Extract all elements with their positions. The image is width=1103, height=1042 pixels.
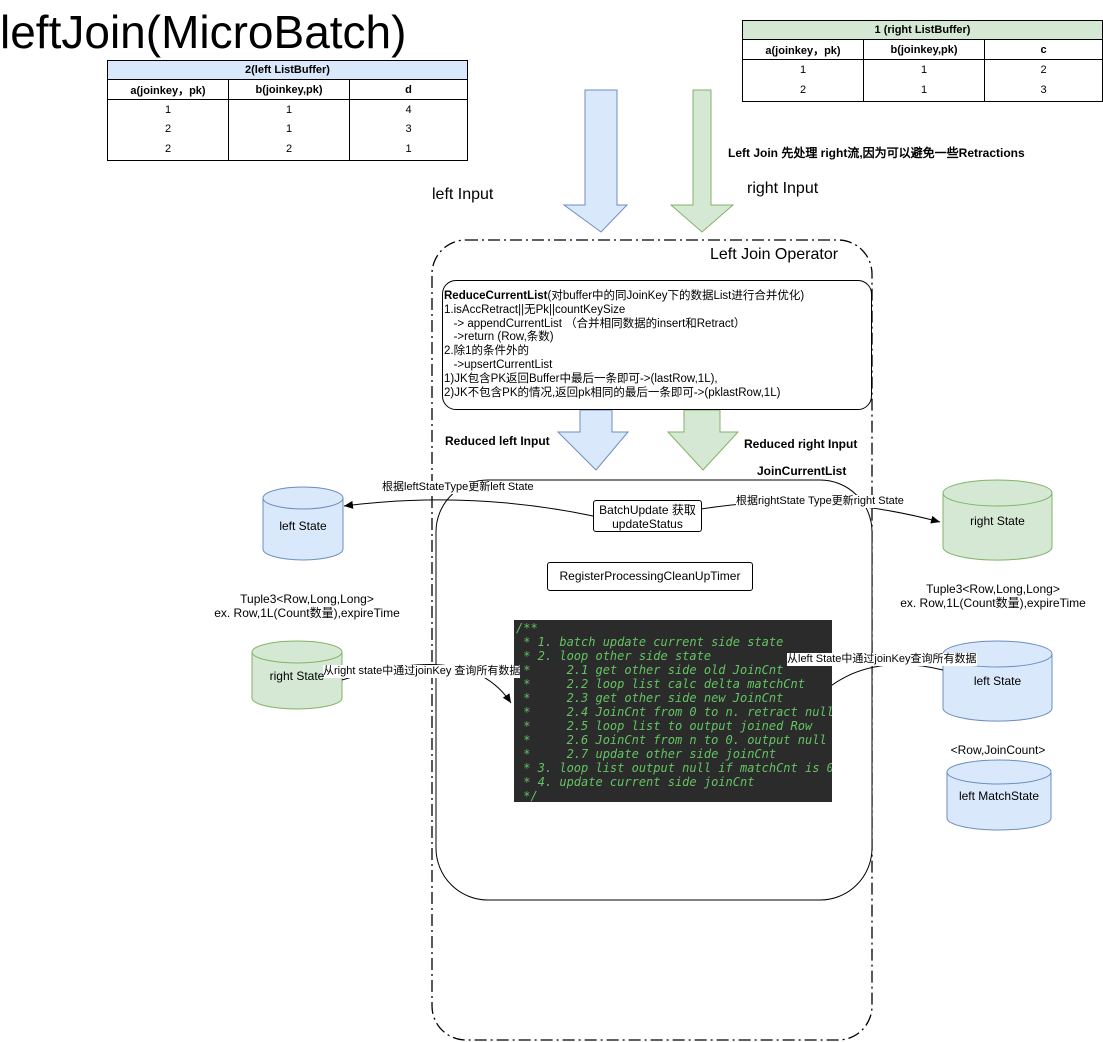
code-line: * 2.2 loop list calc delta matchCnt [516,677,805,691]
right-state-top-label: right State [970,514,1025,528]
table-cell: 1 [349,138,468,161]
batch-update-line: BatchUpdate 获取 [599,503,696,517]
right-state-bottom-cylinder [251,640,343,710]
right-buffer-col-c: c [984,39,1103,60]
reduced-left-arrow [556,409,630,471]
reduce-heading-rest: (对buffer中的同JoinKey下的数据List进行合并优化) [547,290,805,302]
right-buffer-caption: 1 (right ListBuffer) [742,20,1103,40]
left-buffer-col-b: b(joinkey,pk) [228,79,350,100]
reduce-line: 1.isAccRetract||无Pk||countKeySize [444,303,626,316]
code-line: * 2.3 get other side new JoinCnt [516,691,784,705]
register-timer-node: RegisterProcessingCleanUpTimer [547,562,753,591]
edge-label-from-left-state: 从left State中通过joinKey查询所有数据 [787,653,977,666]
operator-frame [431,239,873,1041]
reduced-right-label: Reduced right Input [744,437,858,451]
code-line: * 2.7 update other side joinCnt [516,747,777,761]
tuple-left-annotation: Tuple3<Row,Long,Long> ex. Row,1L(Count数量… [197,592,417,620]
reduced-left-label: Reduced left Input [445,434,550,448]
reduce-line: -> appendCurrentList （合并相同数据的insert和Retr… [444,317,746,330]
table-cell: 3 [984,79,1103,102]
right-state-top-cylinder [942,479,1053,561]
edge-to-left-state [343,499,594,517]
code-line: */ [516,789,538,802]
table-cell: 3 [349,119,468,138]
reduce-line: 2)JK不包含PK的情况,返回pk相同的最后一条即可->(pklastRow,1… [444,386,781,399]
right-buffer-col-a: a(joinkey，pk) [742,39,864,60]
left-match-state-label: left MatchState [958,789,1040,803]
right-input-arrow [669,89,735,233]
tuple-line: Tuple3<Row,Long,Long> [926,582,1060,596]
algorithm-code-block: /** * 1. batch update current side state… [514,620,832,802]
left-match-state-cylinder [946,759,1052,831]
left-input-label: left Input [432,186,494,203]
tuple-line: ex. Row,1L(Count数量),expireTime [214,606,400,620]
left-state-bottom-label: left State [973,674,1022,688]
reduce-line: 1)JK包含PK返回Buffer中最后一条即可->(lastRow,1L), [444,372,718,385]
diagram-title: leftJoin(MicroBatch) [0,6,407,58]
right-buffer-col-b: b(joinkey,pk) [863,39,985,60]
left-buffer-col-a: a(joinkey，pk) [107,79,229,100]
tuple-line: Tuple3<Row,Long,Long> [240,592,374,606]
code-line: * 2.4 JoinCnt from 0 to n. retract null [516,705,832,719]
batch-update-node: BatchUpdate 获取 updateStatus [593,500,702,532]
reduce-current-list-box: ReduceCurrentList(对buffer中的同JoinKey下的数据L… [442,280,872,410]
reduce-line: ->return (Row,条数) [444,331,554,344]
reduced-right-arrow [666,409,740,471]
right-first-note: Left Join 先处理 right流,因为可以避免一些Retractions [728,146,1025,160]
right-input-label: right Input [747,180,819,197]
edge-label-from-right-state: 从right state中通过joinKey 查询所有数据 [323,665,521,678]
code-line: * 2.1 get other side old JoinCnt [516,663,784,677]
edge-label-to-left-state: 根据leftStateType更新left State [382,481,534,494]
reduce-line: ->upsertCurrentList [444,358,553,371]
code-line: /** [516,621,538,635]
left-state-top-cylinder [262,486,344,561]
code-line: * 1. batch update current side state [516,635,784,649]
batch-update-line: updateStatus [612,517,683,531]
code-line: * 2.6 JoinCnt from n to 0. output null [516,733,827,747]
reduce-heading: ReduceCurrentList [444,290,548,302]
operator-label: Left Join Operator [710,246,839,263]
table-cell: 4 [349,99,468,119]
table-cell: 2 [984,59,1103,79]
left-input-arrow [562,89,629,233]
tuple-line: ex. Row,1L(Count数量),expireTime [900,596,1086,610]
code-line: * 2. loop other side state [516,649,712,663]
row-join-count-label: <Row,JoinCount> [950,743,1046,757]
code-line: * 2.5 loop list to output joined Row [516,719,813,733]
code-line: * 3. loop list output null if matchCnt i… [516,761,832,775]
left-buffer-table: 2(left ListBuffer) a(joinkey，pk) b(joink… [107,60,468,161]
left-state-top-label: left State [279,519,327,533]
join-current-list-label: JoinCurrentList [757,464,847,478]
edge-label-to-right-state: 根据rightState Type更新right State [736,495,904,508]
reduce-line: 2.除1的条件外的 [444,345,529,358]
code-line: * 4. update current side joinCnt [516,775,755,789]
right-buffer-table: 1 (right ListBuffer) a(joinkey，pk) b(joi… [742,20,1103,102]
tuple-right-annotation: Tuple3<Row,Long,Long> ex. Row,1L(Count数量… [883,582,1103,610]
left-buffer-col-d: d [349,79,468,100]
right-state-bottom-label: right State [269,669,325,683]
